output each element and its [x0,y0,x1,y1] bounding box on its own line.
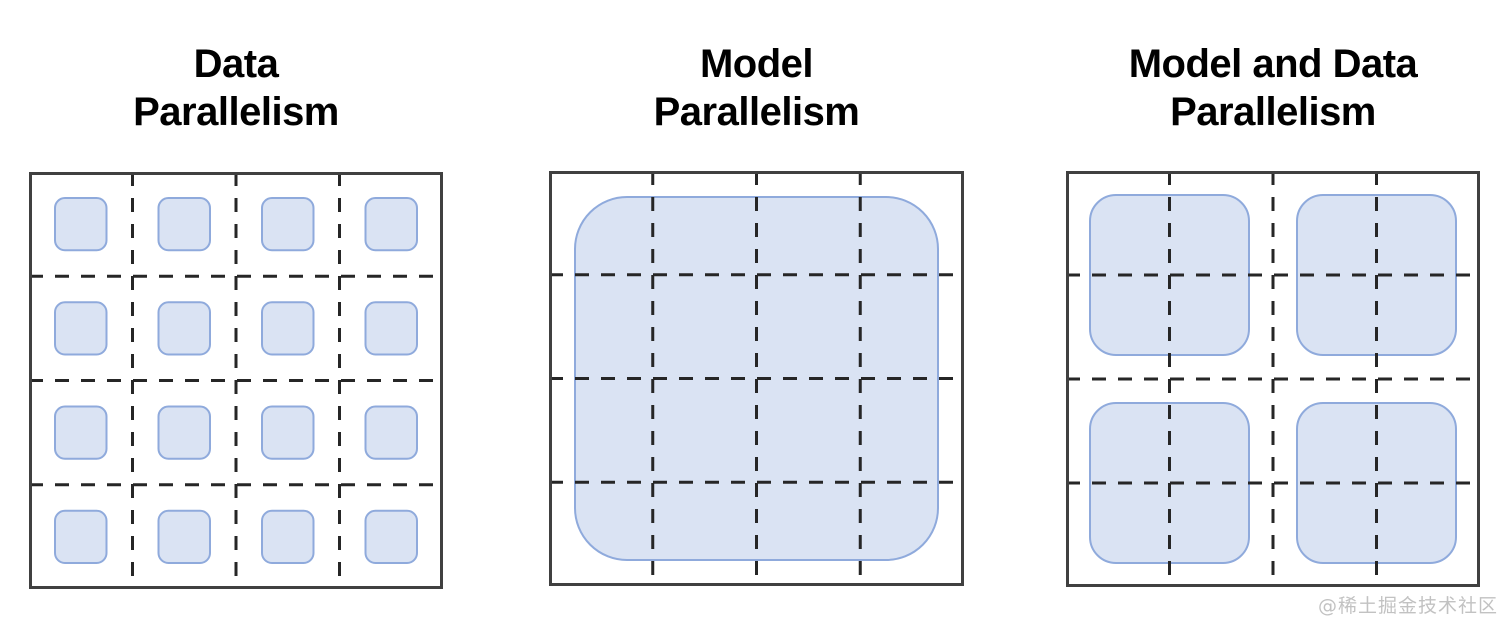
compute-block [157,405,211,460]
panel-model-and-data-parallelism: Model and Data Parallelism [1056,0,1490,622]
panel-frame [1066,171,1480,587]
grid-lines-data-parallelism [29,172,443,589]
grid-lines-model-parallelism [549,171,964,586]
panel-title-model-parallelism: Model Parallelism [653,42,860,134]
panel-title-data-parallelism: Data Parallelism [133,42,339,134]
panel-data-parallelism: Data Parallelism [19,0,453,622]
panel-title-model-and-data-parallelism: Model and Data Parallelism [1128,42,1418,134]
grid-lines-model-and-data-parallelism [1066,171,1480,587]
compute-block [261,509,315,564]
compute-block [157,197,211,252]
compute-block [54,509,108,564]
compute-block [54,301,108,356]
compute-block [364,509,418,564]
compute-block [157,301,211,356]
blocks-group-data-parallelism [54,197,418,564]
compute-block [364,301,418,356]
compute-block [54,405,108,460]
compute-block [261,197,315,252]
compute-block [157,509,211,564]
panel-frame [549,171,964,586]
panel-model-parallelism: Model Parallelism [539,0,974,622]
compute-block [364,405,418,460]
compute-block [261,405,315,460]
compute-block [54,197,108,252]
compute-block [261,301,315,356]
compute-block [364,197,418,252]
panel-frame [29,172,443,589]
